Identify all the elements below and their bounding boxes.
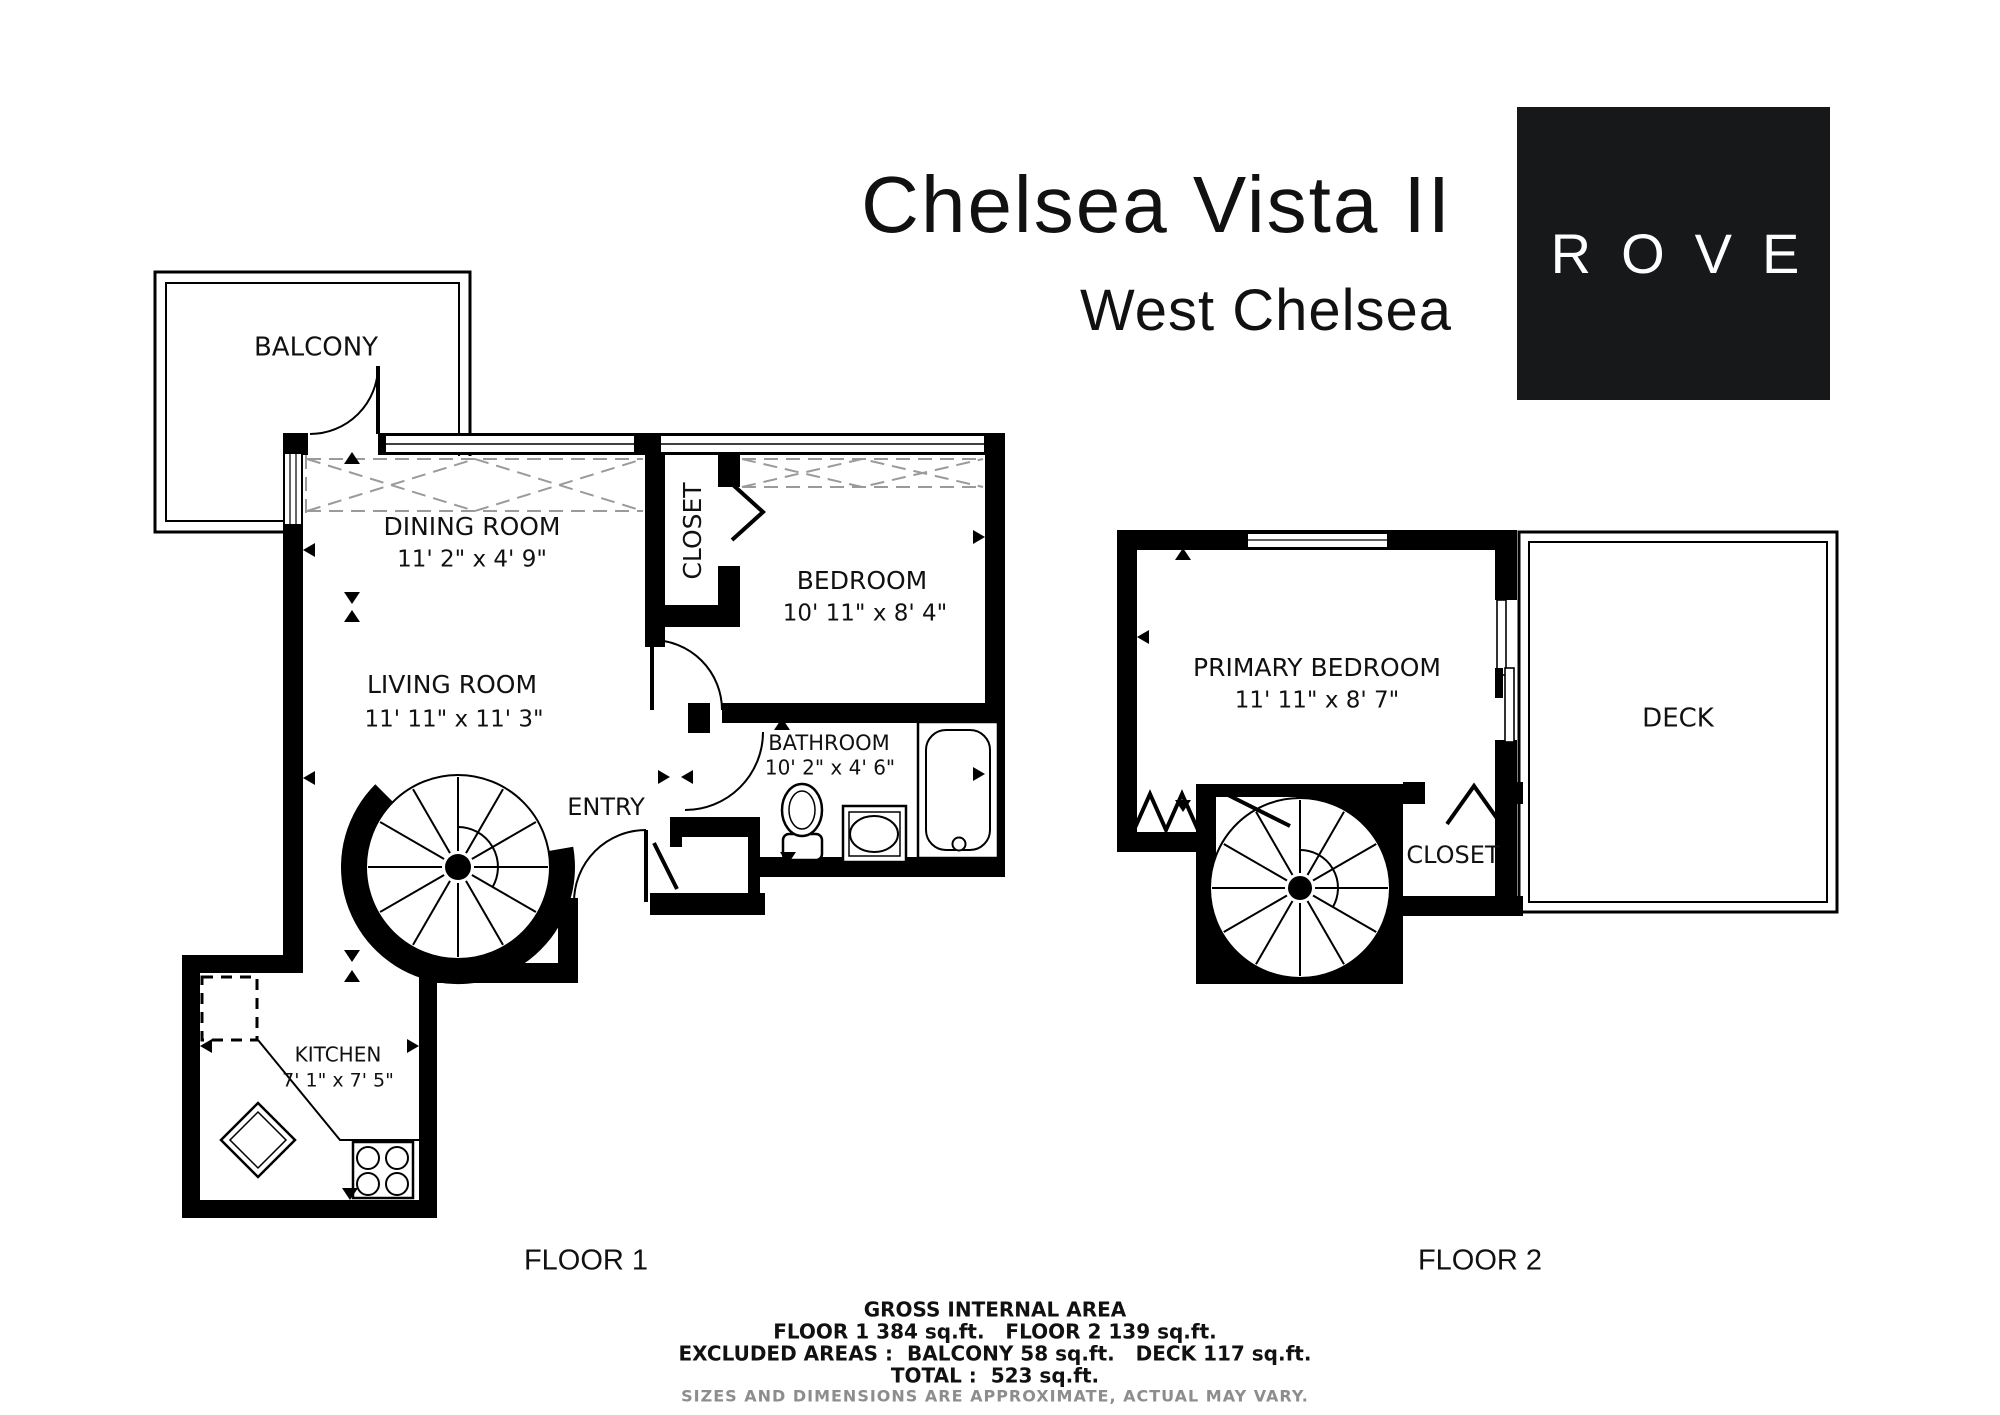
marker-up-icon xyxy=(774,718,790,730)
entry-closet-door xyxy=(652,842,679,890)
bathtub xyxy=(916,720,1000,860)
floor1-doors xyxy=(309,365,766,903)
marker-down-icon xyxy=(780,852,796,864)
marker-left-icon xyxy=(303,771,315,785)
marker-up-icon xyxy=(344,610,360,622)
floor2-spiral-stair xyxy=(1196,784,1403,984)
floor1-markers xyxy=(200,452,985,1200)
balcony-door-gap xyxy=(308,433,378,455)
floor2-caption: FLOOR 2 xyxy=(1418,1245,1542,1277)
page-title: Chelsea Vista II xyxy=(861,160,1452,249)
entry-label: ENTRY xyxy=(567,793,645,821)
marker-right-icon xyxy=(407,1039,419,1053)
floor1-plan: BALCONY DINING ROOM 11' 2" x 4' 9" LIVIN… xyxy=(153,270,1005,1218)
stair-treads xyxy=(368,777,548,957)
floor2-labels: PRIMARY BEDROOM 11' 11" x 8' 7" DECK CLO… xyxy=(1193,653,1715,869)
logo-background xyxy=(1517,107,1830,400)
floor-areas-line: FLOOR 1 384 sq.ft. FLOOR 2 139 sq.ft. xyxy=(773,1320,1217,1344)
deck-label: DECK xyxy=(1642,704,1715,734)
kitchen-label: KITCHEN xyxy=(295,1043,382,1067)
balcony-label: BALCONY xyxy=(254,333,378,363)
living-room-dims: 11' 11" x 11' 3" xyxy=(364,707,543,733)
bathroom-fixtures xyxy=(780,720,1000,864)
gross-area-heading: GROSS INTERNAL AREA xyxy=(864,1298,1127,1322)
excluded-areas-line: EXCLUDED AREAS : BALCONY 58 sq.ft. DECK … xyxy=(679,1342,1312,1366)
stair-vestibule-door xyxy=(1221,790,1291,828)
marker-down-icon xyxy=(344,950,360,962)
header: Chelsea Vista II West Chelsea ROVE xyxy=(861,107,1830,400)
bathroom-sink xyxy=(841,804,908,864)
floor1-spiral-stair xyxy=(340,774,575,985)
marker-up-icon xyxy=(1175,548,1191,560)
kitchen-sink xyxy=(219,1101,297,1179)
kitchen-dims: 7' 1" x 7' 5" xyxy=(282,1070,394,1092)
page-subtitle: West Chelsea xyxy=(1080,278,1452,343)
marker-up-icon xyxy=(344,970,360,982)
stove xyxy=(351,1140,415,1200)
bathroom-door xyxy=(684,731,764,811)
bedroom-door xyxy=(650,639,723,711)
bedroom-bifold-door xyxy=(1132,789,1200,835)
marker-down-icon xyxy=(1175,800,1191,812)
front-door xyxy=(573,829,648,903)
marker-right-icon xyxy=(658,770,670,784)
rove-logo: ROVE xyxy=(1517,107,1830,400)
bedroom-label: BEDROOM xyxy=(797,566,928,595)
disclaimer-line: SIZES AND DIMENSIONS ARE APPROXIMATE, AC… xyxy=(681,1387,1309,1406)
floor2-walls xyxy=(1117,530,1523,916)
deck-outline xyxy=(1517,530,1839,914)
floor1-windows xyxy=(283,433,986,526)
kitchen-fixtures xyxy=(200,975,419,1200)
marker-up-icon xyxy=(344,452,360,464)
floor1-caption: FLOOR 1 xyxy=(524,1245,648,1277)
dining-room-dims: 11' 2" x 4' 9" xyxy=(397,547,547,573)
window-sill-hatch xyxy=(305,455,984,518)
balcony-door xyxy=(309,365,380,435)
marker-right-icon xyxy=(973,767,985,781)
marker-down-icon xyxy=(344,592,360,604)
marker-left-icon xyxy=(681,770,693,784)
floor2-doors xyxy=(1132,782,1503,835)
floor-captions: FLOOR 1 FLOOR 2 xyxy=(524,1245,1542,1277)
bedroom-dims: 10' 11" x 8' 4" xyxy=(783,601,947,627)
closet-bifold-door xyxy=(730,482,766,542)
marker-down-icon xyxy=(342,1188,358,1200)
refrigerator xyxy=(200,975,259,1042)
floor2-markers xyxy=(1137,548,1191,812)
balcony-mask xyxy=(302,456,478,536)
dining-room-label: DINING ROOM xyxy=(383,512,560,541)
stair-treads xyxy=(1212,800,1388,976)
floor2-windows xyxy=(1241,531,1515,743)
window-top-left xyxy=(384,434,636,454)
marker-left-icon xyxy=(1137,630,1149,644)
living-room-label: LIVING ROOM xyxy=(367,670,537,699)
primary-bedroom-dims: 11' 11" x 8' 7" xyxy=(1235,688,1399,714)
floor1-labels: BALCONY DINING ROOM 11' 2" x 4' 9" LIVIN… xyxy=(254,333,947,1092)
window-top-right xyxy=(659,434,986,454)
marker-left-icon xyxy=(200,1039,212,1053)
logo-text: ROVE xyxy=(1551,222,1830,285)
floor2-plan: PRIMARY BEDROOM 11' 11" x 8' 7" DECK CLO… xyxy=(1117,530,1839,984)
window-west xyxy=(283,452,303,526)
bathroom-dims: 10' 2" x 4' 6" xyxy=(765,756,895,780)
counter-edge xyxy=(257,1039,419,1141)
deck-sliding-door xyxy=(1495,599,1515,743)
closet-label: CLOSET xyxy=(678,482,707,580)
area-summary: GROSS INTERNAL AREA FLOOR 1 384 sq.ft. F… xyxy=(679,1298,1312,1406)
marker-left-icon xyxy=(303,543,315,557)
primary-bedroom-label: PRIMARY BEDROOM xyxy=(1193,653,1441,682)
toilet xyxy=(780,782,824,862)
window-primary-bedroom xyxy=(1241,531,1394,550)
bathroom-label: BATHROOM xyxy=(768,731,890,755)
total-area-line: TOTAL : 523 sq.ft. xyxy=(891,1364,1099,1388)
closet-bifold-door xyxy=(1445,782,1503,826)
marker-right-icon xyxy=(973,530,985,544)
marker-down-icon xyxy=(689,705,705,717)
closet-label: CLOSET xyxy=(1406,841,1500,869)
